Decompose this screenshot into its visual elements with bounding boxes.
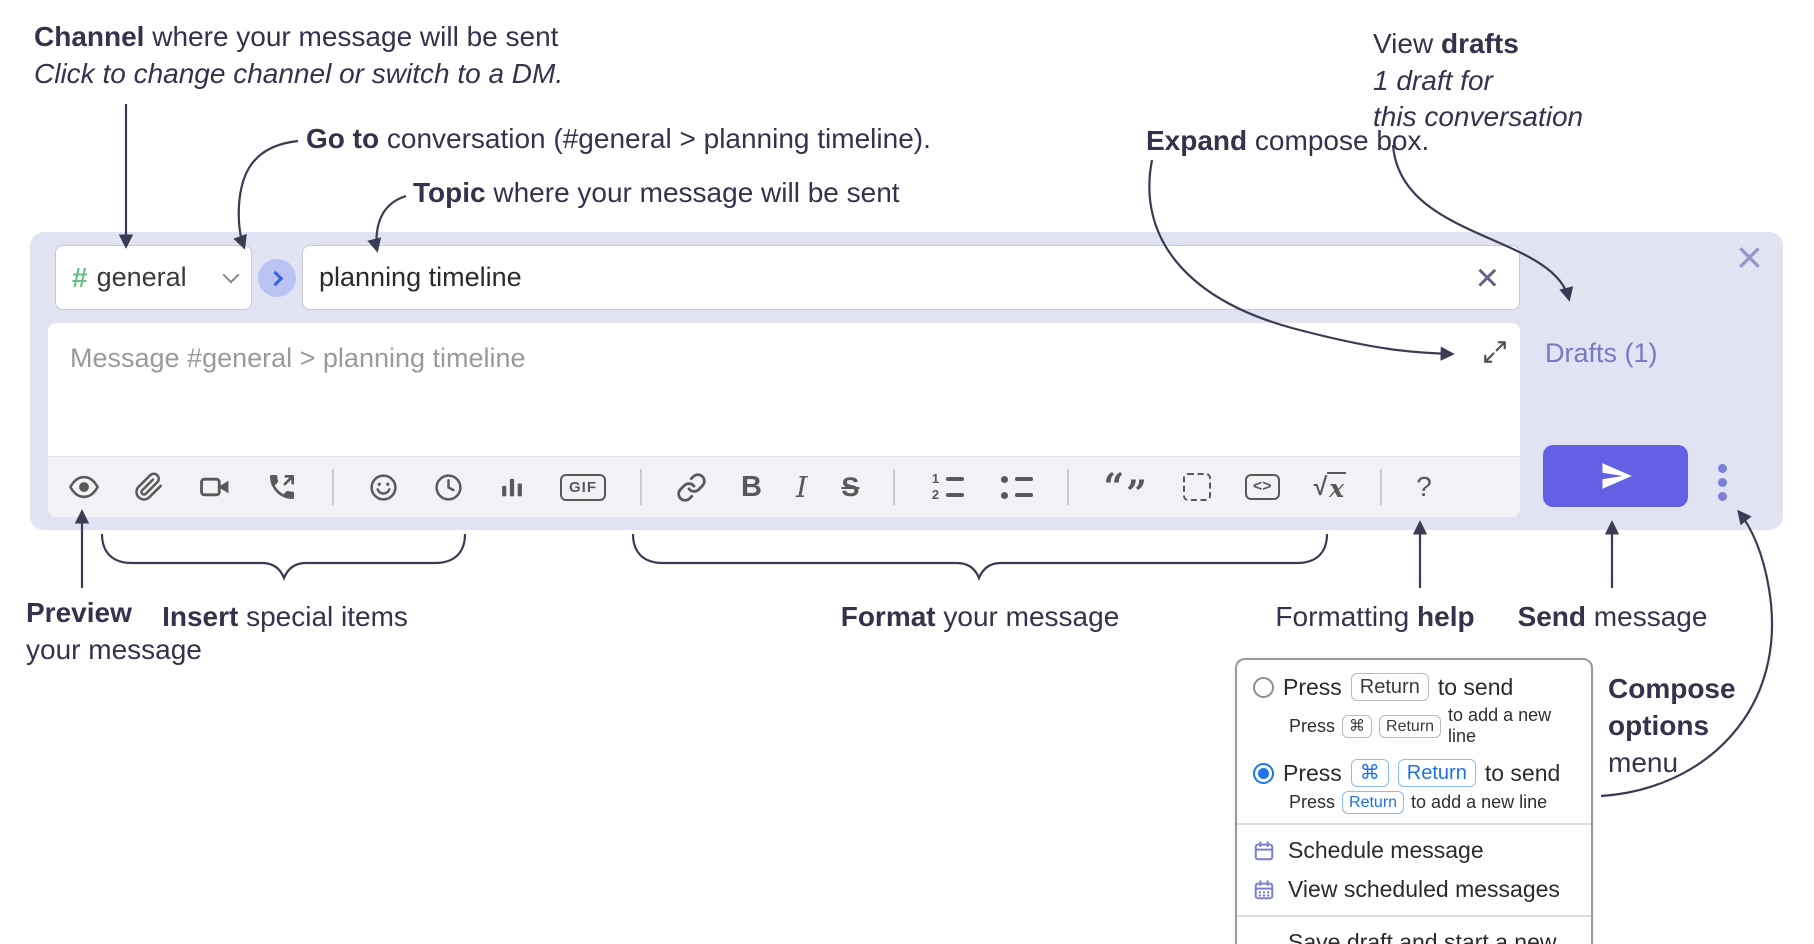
- channel-selector[interactable]: # general: [55, 245, 252, 310]
- video-call-icon[interactable]: [198, 470, 232, 504]
- gif-icon[interactable]: GIF: [560, 473, 606, 501]
- compose-options-popup: Press Return to send Press ⌘ Return to a…: [1235, 658, 1593, 944]
- annotation-send: Send message: [1517, 601, 1708, 632]
- annotation-goto: Go to conversation (#general > planning …: [306, 123, 931, 154]
- menu-item-save-draft[interactable]: Save draft and start a new message: [1288, 929, 1557, 944]
- kbd-return: Return: [1342, 791, 1405, 814]
- brace-insert: [100, 533, 467, 581]
- radio-selected-icon[interactable]: [1253, 762, 1274, 784]
- toolbar-divider: [332, 469, 334, 505]
- send-button[interactable]: [1543, 445, 1688, 507]
- spoiler-icon[interactable]: [1182, 473, 1211, 501]
- option-enter-sends-subtext: Press ⌘ Return to add a new line: [1289, 705, 1552, 746]
- kbd-return: Return: [1379, 714, 1442, 738]
- toolbar-divider: [640, 469, 642, 505]
- strikethrough-icon[interactable]: S: [841, 471, 860, 502]
- code-icon[interactable]: <>: [1244, 474, 1280, 500]
- annotation-channel: Channel where your message will be sent …: [34, 18, 563, 92]
- toolbar-divider: [1067, 469, 1070, 505]
- annotation-insert: Insert special items: [162, 601, 408, 632]
- menu-item-schedule-message[interactable]: Schedule message: [1237, 831, 1591, 870]
- menu-item-view-scheduled[interactable]: View scheduled messages: [1237, 870, 1591, 909]
- preview-eye-icon[interactable]: [68, 471, 100, 503]
- annotation-compose-options: Compose options menu: [1608, 673, 1736, 778]
- calendar-icon: [1254, 840, 1274, 860]
- chevron-down-icon: [222, 266, 240, 283]
- kbd-return: Return: [1350, 673, 1429, 701]
- clear-topic-icon[interactable]: ×: [1475, 255, 1499, 300]
- go-to-conversation-button[interactable]: [258, 259, 296, 297]
- calendar-days-icon: [1254, 879, 1274, 899]
- option-cmd-enter-sends-subtext: Press Return to add a new line: [1289, 791, 1548, 814]
- bold-icon[interactable]: B: [741, 470, 762, 503]
- annotation-channel-bold: Channel: [34, 21, 145, 52]
- global-time-icon[interactable]: [433, 472, 464, 503]
- emoji-icon[interactable]: [368, 472, 399, 503]
- attach-file-icon[interactable]: [134, 472, 164, 502]
- annotation-expand: Expand compose box.: [1146, 125, 1430, 156]
- kbd-cmd: ⌘: [1350, 759, 1389, 787]
- chevron-right-icon: [267, 270, 283, 286]
- channel-selector-label: general: [96, 262, 187, 292]
- link-icon[interactable]: [676, 472, 707, 503]
- radio-unselected-icon[interactable]: [1253, 676, 1274, 698]
- annotation-formatting-help: Formatting help: [1275, 601, 1475, 632]
- compose-box: # general ×: [30, 232, 1783, 530]
- kbd-return: Return: [1397, 759, 1476, 787]
- popup-divider: [1237, 915, 1591, 917]
- option-enter-sends[interactable]: Press Return to send: [1237, 670, 1591, 704]
- popup-divider: [1237, 823, 1591, 825]
- annotation-channel-rest: where your message will be sent: [144, 21, 559, 52]
- brace-format: [631, 533, 1329, 581]
- compose-options-ellipsis-icon[interactable]: [1714, 460, 1731, 505]
- close-compose-icon[interactable]: ×: [1736, 231, 1763, 283]
- option-cmd-enter-sends[interactable]: Press ⌘ Return to send: [1237, 756, 1591, 790]
- toolbar-divider: [1380, 469, 1383, 505]
- message-input[interactable]: [48, 323, 1520, 456]
- quote-icon[interactable]: “”: [1103, 466, 1149, 515]
- numbered-list-icon[interactable]: 1 2: [929, 472, 965, 501]
- message-formatting-help-icon[interactable]: ?: [1416, 471, 1432, 502]
- math-icon[interactable]: √x: [1313, 471, 1347, 503]
- kbd-cmd: ⌘: [1342, 714, 1373, 738]
- bulleted-list-icon[interactable]: [998, 473, 1034, 501]
- poll-icon[interactable]: [498, 473, 526, 501]
- drafts-link[interactable]: Drafts (1): [1545, 338, 1658, 368]
- audio-call-icon[interactable]: [266, 471, 298, 503]
- compose-toolbar: GIF B I S 1 2 “”: [48, 456, 1520, 517]
- annotation-view-drafts: View drafts 1 draft for this conversatio…: [1373, 28, 1584, 132]
- toolbar-divider: [893, 469, 896, 505]
- annotation-preview: Preview your message: [26, 597, 202, 665]
- topic-input-container: ×: [302, 245, 1520, 310]
- channel-hash-icon: #: [72, 261, 88, 293]
- topic-input[interactable]: [319, 262, 1472, 293]
- message-area: [48, 323, 1520, 456]
- send-plane-icon: [1602, 463, 1632, 489]
- italic-icon[interactable]: I: [795, 470, 808, 504]
- annotation-channel-line2: Click to change channel or switch to a D…: [34, 58, 564, 89]
- expand-compose-icon[interactable]: [1482, 339, 1508, 370]
- annotation-topic: Topic where your message will be sent: [413, 177, 900, 208]
- annotation-format: Format your message: [840, 601, 1120, 632]
